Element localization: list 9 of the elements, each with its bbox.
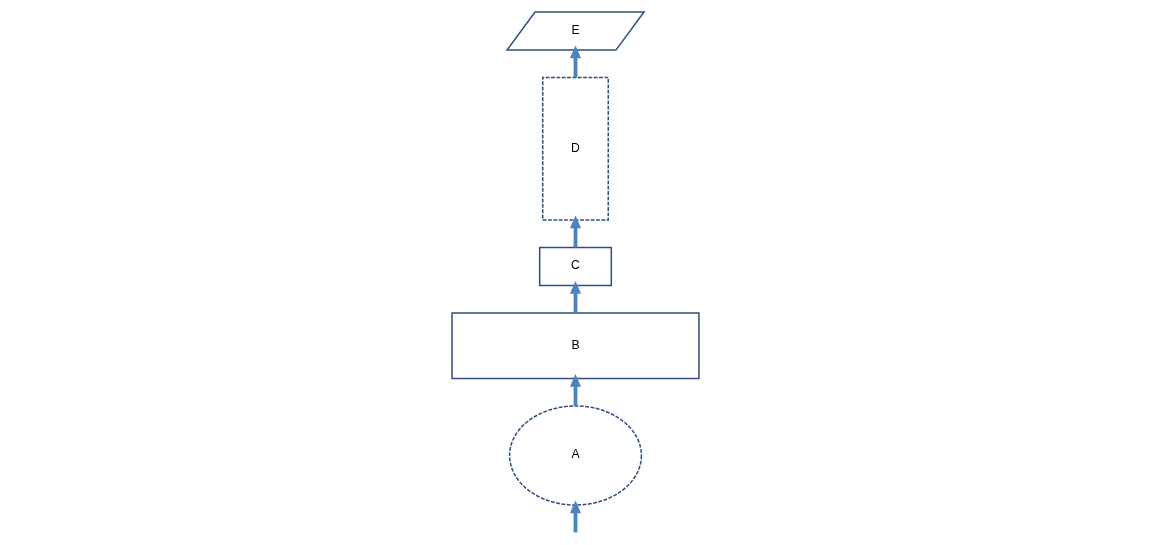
arrow xyxy=(569,215,581,248)
node-box: D xyxy=(541,76,609,221)
arrow xyxy=(569,45,581,78)
arrow xyxy=(569,500,581,533)
node-box: B xyxy=(450,312,700,380)
node-ellipse: A xyxy=(508,405,642,506)
node-box: C xyxy=(538,246,612,287)
arrow xyxy=(569,280,581,313)
arrow xyxy=(569,373,581,406)
